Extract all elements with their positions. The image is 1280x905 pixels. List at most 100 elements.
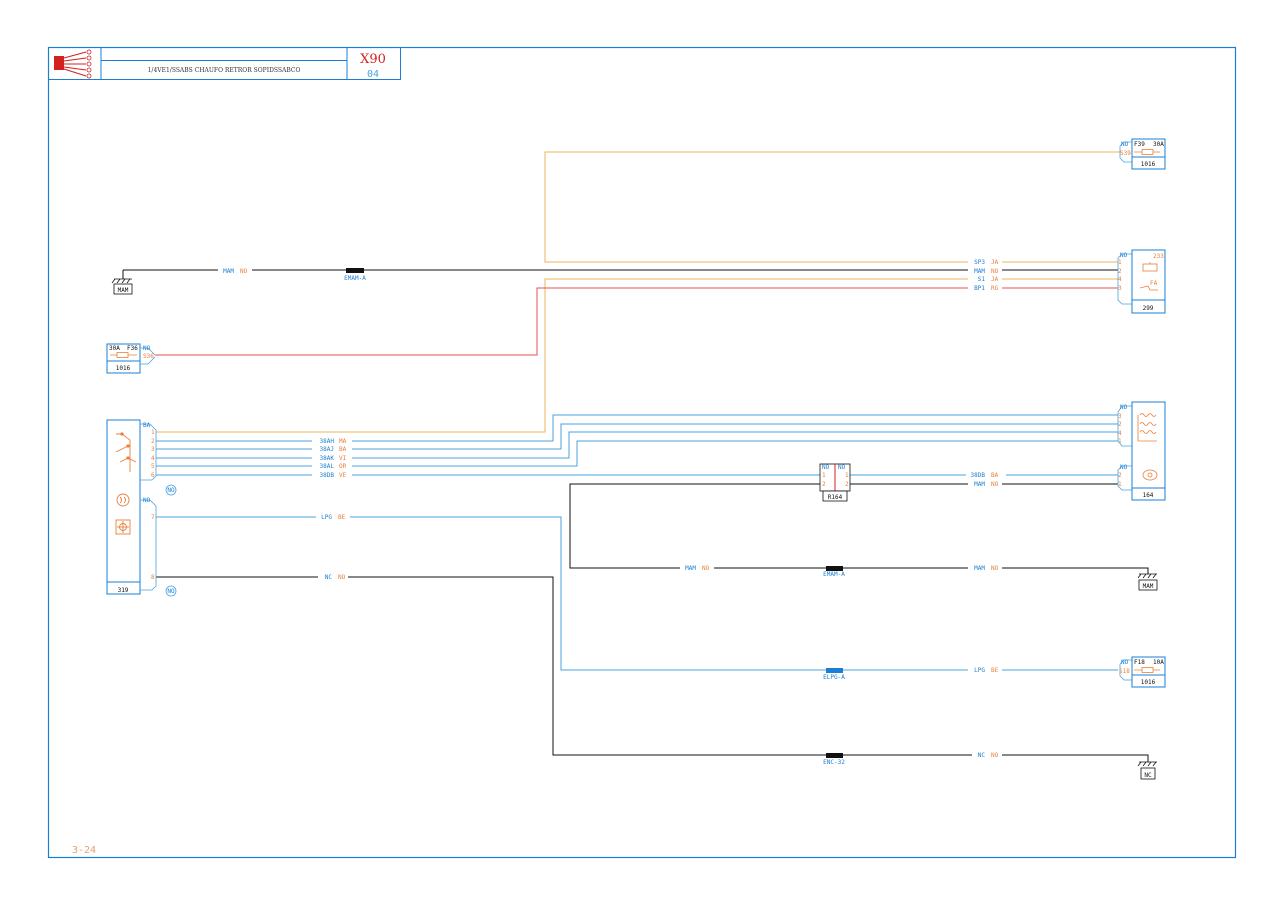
switch-icon: [115, 432, 137, 472]
component-299-no: NO: [1120, 252, 1128, 259]
fuse-f18-no: NO: [1121, 659, 1129, 666]
connector-r164-left-pin1: 1: [822, 472, 826, 479]
wire-bp1-red: [155, 287, 1118, 356]
wire-color: VE: [339, 472, 347, 479]
heater-164-pin1: 1: [1118, 438, 1122, 445]
wire-color: JA: [991, 259, 999, 266]
ground-icon: [1137, 761, 1157, 767]
fuse-f18-ref: 1016: [1141, 679, 1156, 686]
fuse-f39-rating: 30A: [1153, 141, 1164, 148]
wire-color: MA: [339, 438, 347, 445]
splice-elpg: [826, 668, 843, 673]
connector-logo-icon: [54, 49, 92, 79]
heater-164-pin1b: 1: [1118, 481, 1122, 488]
wire-color: BE: [991, 667, 999, 674]
fuse-icon: [1134, 149, 1160, 155]
wire-color: NO: [702, 565, 710, 572]
fuse-f39-no: NO: [1121, 141, 1129, 148]
wire-color: NO: [991, 752, 999, 759]
wire-color: NO: [991, 481, 999, 488]
wire-label-38aj: 38AJ BA: [312, 445, 352, 453]
component-299-pin1: 1: [1118, 259, 1122, 266]
fuse-f36-pin: S36: [143, 353, 154, 360]
switch-319-ba: BA: [143, 422, 151, 429]
switch-319-pin1: 1: [151, 429, 155, 436]
wire-label-mam-mid-r: MAM NO: [968, 564, 1002, 572]
connector-r164-right-no: NO: [838, 464, 846, 471]
connector-r164-ref: R164: [828, 494, 843, 501]
wire-code: SP3: [974, 259, 985, 266]
wire-label-sp3: SP3 JA: [968, 258, 1002, 266]
svg-text:NO: NO: [167, 487, 175, 494]
diagram-sub: 04: [367, 69, 379, 80]
component-299-pin2: 2: [1118, 268, 1122, 275]
heater-element-icon: [1137, 413, 1157, 442]
wire-color: OR: [339, 463, 347, 470]
wire-color: VI: [339, 455, 347, 462]
connector-r164[interactable]: NO NO 1 2 1 2 R164: [819, 463, 851, 502]
wire-label-mam-top-r: MAM NO: [968, 266, 1002, 275]
heater-164-pin3: 3: [1118, 413, 1122, 420]
fuse-f39[interactable]: NO S39 F39 30A 1016: [1119, 138, 1166, 170]
wire-code: 38AL: [320, 463, 335, 470]
heater-164-ref: 164: [1143, 492, 1154, 499]
splice-emam-mid-label: EMAM-A: [823, 571, 845, 578]
connector-r164-left-no: NO: [822, 464, 830, 471]
connector-r164-right-pin1: 1: [845, 472, 849, 479]
wire-color: BA: [339, 446, 347, 453]
component-299-label: FA: [1150, 280, 1158, 287]
wire-code: NC: [978, 752, 986, 759]
wire-label-lpg-left: LPG BE: [316, 513, 350, 521]
wire-code: MAM: [685, 565, 696, 572]
wire-code: BP1: [974, 285, 985, 292]
fuse-f36-name: F36: [127, 345, 138, 352]
heater-164[interactable]: NO 3 2 4 1 NO 2 1 164: [1117, 401, 1166, 501]
splice-enc-label: ENC-32: [823, 759, 845, 766]
component-299-pin3: 3: [1118, 285, 1122, 292]
fuse-f18-pin: S18: [1119, 668, 1130, 675]
fuse-f18-rating: 10A: [1153, 659, 1164, 666]
fuse-f39-pin: S39: [1120, 150, 1131, 157]
wire-label-bp1: BP1 RG: [968, 284, 1002, 292]
title-block: 1/4VE1/SSABS CHAUFO RETROR SOPIDSSABCO X…: [48, 47, 401, 80]
fuse-f39-ref: 1016: [1141, 161, 1156, 168]
diagram-code: X90: [360, 52, 386, 67]
switch-319[interactable]: BA 1 2 3 4 5 6 NO 7 8 319: [106, 419, 177, 597]
wire-label-38db-right: 38DB BA: [966, 471, 1006, 479]
ground-icon: [111, 278, 132, 284]
wire-38aj: [156, 423, 1118, 450]
wire-38ah: [156, 414, 1118, 442]
heater-164-pin2b: 2: [1118, 472, 1122, 479]
switch-319-ref: 319: [118, 587, 129, 594]
switch-319-pin8: 8: [151, 574, 155, 581]
switch-319-no: NO: [143, 497, 151, 504]
heater-icon: [116, 493, 130, 507]
ground-icon: [1137, 573, 1157, 579]
motor-icon: [1142, 469, 1158, 481]
wire-code: 38AJ: [320, 446, 334, 453]
wire-color: BE: [338, 514, 346, 521]
ground-mam-right: MAM: [1137, 573, 1158, 591]
connector-r164-left-pin2: 2: [822, 481, 826, 488]
ground-mam-left-label: MAM: [118, 287, 129, 294]
wire-label-mam-left: MAM NO: [218, 266, 252, 275]
wire-code: 38AH: [320, 438, 335, 445]
sheet-frame: [47, 46, 1237, 859]
wire-code: MAM: [974, 565, 985, 572]
component-299[interactable]: NO 1 2 4 3 233 FA 299: [1117, 249, 1166, 314]
fuse-f36[interactable]: 30A F36 NO S36 1016: [106, 343, 156, 374]
wire-code: S1: [978, 276, 986, 283]
splice-emam-top: [346, 268, 364, 273]
splices: EMAM-A EMAM-A ELPG-A ENC-32: [344, 268, 845, 766]
wire-label-38ak: 38AK VI: [312, 454, 352, 462]
wire-label-lpg-right: LPG BE: [968, 666, 1002, 674]
component-299-pin4: 4: [1118, 276, 1122, 283]
fuse-f18[interactable]: NO S18 F18 10A 1016: [1119, 656, 1166, 688]
wire-code: NC: [325, 574, 333, 581]
svg-text:NO: NO: [167, 588, 175, 595]
wire-color: NO: [338, 574, 346, 581]
wire-label-mam-mid-l: MAM NO: [680, 564, 714, 572]
relay-icon: [1139, 262, 1158, 291]
switch-319-pin4: 4: [151, 455, 155, 462]
